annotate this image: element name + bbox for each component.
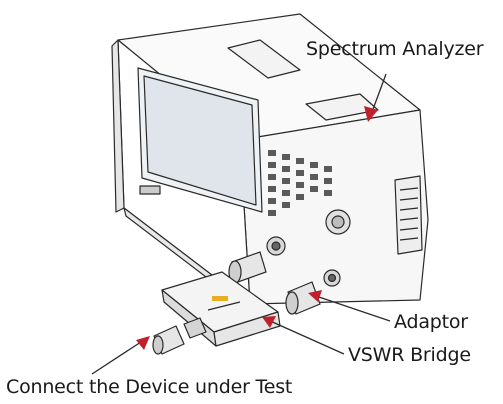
leader-line-dut xyxy=(91,339,145,375)
spectrum-analyzer-label: Spectrum Analyzer xyxy=(306,38,484,60)
vswr-bridge-label: VSWR Bridge xyxy=(348,344,471,366)
leader-line-adaptor xyxy=(315,295,391,322)
leader-line-bridge xyxy=(267,319,345,355)
leader-line-analyzer xyxy=(371,73,387,113)
adaptor-illustration xyxy=(228,251,321,315)
arrowhead-analyzer xyxy=(364,106,378,122)
vswr-bridge-illustration xyxy=(152,271,281,355)
arrowhead-dut xyxy=(136,336,150,350)
dut-connection-label: Connect the Device under Test xyxy=(6,376,293,398)
adaptor-label: Adaptor xyxy=(394,311,468,333)
arrowhead-adaptor xyxy=(308,290,322,302)
arrowhead-bridge xyxy=(262,316,276,328)
